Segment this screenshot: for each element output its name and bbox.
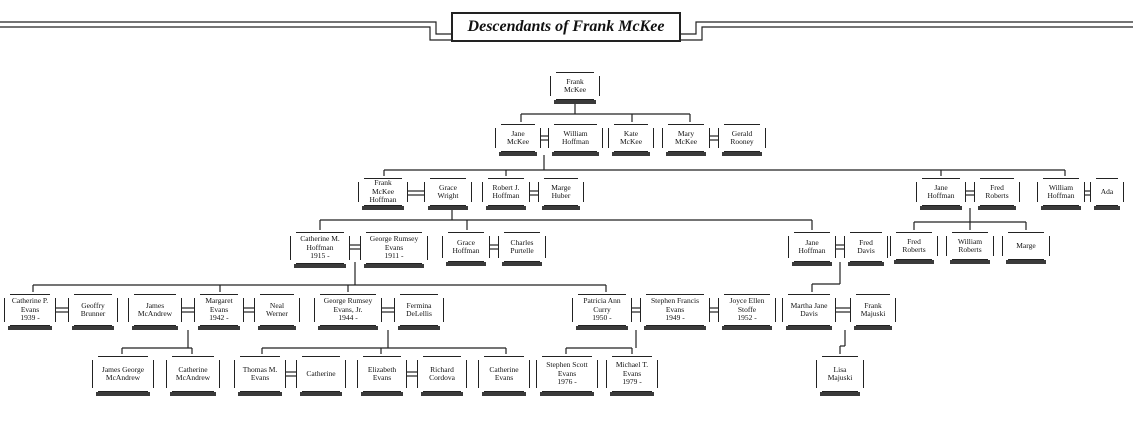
- person-michael-t-evans[interactable]: Michael T. Evans 1979 -: [606, 356, 658, 392]
- person-marge[interactable]: Marge: [1002, 232, 1050, 260]
- person-charles-purtelle[interactable]: Charles Purtelle: [498, 232, 546, 262]
- box-shadow: [552, 152, 599, 156]
- person-catherine-mcandrew[interactable]: Catherine McAndrew: [166, 356, 220, 392]
- box-shadow: [482, 392, 526, 396]
- box-shadow: [792, 262, 832, 266]
- box-shadow: [950, 260, 990, 264]
- person-martha-jane-davis[interactable]: Martha Jane Davis: [782, 294, 836, 326]
- box-shadow: [398, 326, 440, 330]
- box-shadow: [576, 326, 628, 330]
- person-grace-wright[interactable]: Grace Wright: [424, 178, 472, 206]
- person-jane-hoffman-2[interactable]: Jane Hoffman: [788, 232, 836, 262]
- person-joyce-ellen-stoffe[interactable]: Joyce Ellen Stoffe 1952 -: [718, 294, 776, 326]
- box-shadow: [820, 392, 860, 396]
- box-shadow: [644, 326, 706, 330]
- chart-title: Descendants of Frank McKee: [451, 12, 681, 42]
- box-shadow: [722, 326, 772, 330]
- person-margaret-evans[interactable]: Margaret Evans 1942 -: [194, 294, 244, 326]
- person-kate-mckee[interactable]: Kate McKee: [608, 124, 654, 152]
- person-elizabeth-evans[interactable]: Elizabeth Evans: [357, 356, 407, 392]
- person-ada[interactable]: Ada: [1090, 178, 1124, 206]
- box-shadow: [540, 392, 594, 396]
- person-james-mcandrew[interactable]: James McAndrew: [128, 294, 182, 326]
- box-shadow: [848, 262, 884, 266]
- person-robert-j-hoffman[interactable]: Robert J. Hoffman: [482, 178, 530, 206]
- box-shadow: [362, 206, 404, 210]
- box-shadow: [238, 392, 282, 396]
- person-william-roberts[interactable]: William Roberts: [946, 232, 994, 260]
- box-shadow: [428, 206, 468, 210]
- box-shadow: [72, 326, 114, 330]
- person-george-rumsey-evans[interactable]: George Rumsey Evans 1911 -: [360, 232, 428, 264]
- box-shadow: [1041, 206, 1081, 210]
- box-shadow: [300, 392, 342, 396]
- box-shadow: [1094, 206, 1120, 210]
- person-fred-davis[interactable]: Fred Davis: [844, 232, 888, 262]
- box-shadow: [96, 392, 150, 396]
- box-shadow: [486, 206, 526, 210]
- box-shadow: [294, 264, 346, 268]
- box-shadow: [554, 100, 596, 104]
- person-frank-mckee-hoffman[interactable]: Frank McKee Hoffman: [358, 178, 408, 206]
- person-fred-roberts-1[interactable]: Fred Roberts: [974, 178, 1020, 206]
- person-catherine-m-hoffman[interactable]: Catherine M. Hoffman 1915 -: [290, 232, 350, 264]
- person-william-hoffman-2[interactable]: William Hoffman: [1037, 178, 1085, 206]
- box-shadow: [364, 264, 424, 268]
- person-fermina-delellis[interactable]: Fermina DeLellis: [394, 294, 444, 326]
- person-thomas-m-evans[interactable]: Thomas M. Evans: [234, 356, 286, 392]
- person-mary-mckee[interactable]: Mary McKee: [662, 124, 710, 152]
- box-shadow: [8, 326, 52, 330]
- box-shadow: [499, 152, 537, 156]
- box-shadow: [421, 392, 463, 396]
- box-shadow: [502, 262, 542, 266]
- person-grace-hoffman[interactable]: Grace Hoffman: [442, 232, 490, 262]
- person-jane-mckee[interactable]: Jane McKee: [495, 124, 541, 152]
- box-shadow: [978, 206, 1016, 210]
- person-george-rumsey-evans-jr[interactable]: George Rumsey Evans, Jr. 1944 -: [314, 294, 382, 326]
- person-neal-werner[interactable]: Neal Werner: [254, 294, 300, 326]
- box-shadow: [198, 326, 240, 330]
- person-stephen-scott-evans[interactable]: Stephen Scott Evans 1976 -: [536, 356, 598, 392]
- box-shadow: [1006, 260, 1046, 264]
- box-shadow: [894, 260, 934, 264]
- box-shadow: [786, 326, 832, 330]
- box-shadow: [542, 206, 580, 210]
- person-james-george-mcandrew[interactable]: James George McAndrew: [92, 356, 154, 392]
- person-jane-hoffman-1[interactable]: Jane Hoffman: [916, 178, 966, 206]
- person-lisa-majuski[interactable]: Lisa Majuski: [816, 356, 864, 392]
- box-shadow: [132, 326, 178, 330]
- person-patricia-ann-curry[interactable]: Patricia Ann Curry 1950 -: [572, 294, 632, 326]
- box-shadow: [722, 152, 762, 156]
- person-fred-roberts-2[interactable]: Fred Roberts: [890, 232, 938, 260]
- person-catherine-p-evans[interactable]: Catherine P. Evans 1939 -: [4, 294, 56, 326]
- box-shadow: [920, 206, 962, 210]
- person-william-hoffman[interactable]: William Hoffman: [548, 124, 603, 152]
- person-catherine-evans[interactable]: Catherine Evans: [478, 356, 530, 392]
- box-shadow: [854, 326, 892, 330]
- box-shadow: [361, 392, 403, 396]
- person-catherine[interactable]: Catherine: [296, 356, 346, 392]
- person-richard-cordova[interactable]: Richard Cordova: [417, 356, 467, 392]
- box-shadow: [612, 152, 650, 156]
- person-gerald-rooney[interactable]: Gerald Rooney: [718, 124, 766, 152]
- box-shadow: [446, 262, 486, 266]
- person-frank-majuski[interactable]: Frank Majuski: [850, 294, 896, 326]
- person-stephen-francis-evans[interactable]: Stephen Francis Evans 1949 -: [640, 294, 710, 326]
- box-shadow: [170, 392, 216, 396]
- person-frank-mckee[interactable]: Frank McKee: [550, 72, 600, 100]
- box-shadow: [610, 392, 654, 396]
- person-marge-huber[interactable]: Marge Huber: [538, 178, 584, 206]
- box-shadow: [318, 326, 378, 330]
- person-geoffry-brunner[interactable]: Geoffry Brunner: [68, 294, 118, 326]
- box-shadow: [666, 152, 706, 156]
- box-shadow: [258, 326, 296, 330]
